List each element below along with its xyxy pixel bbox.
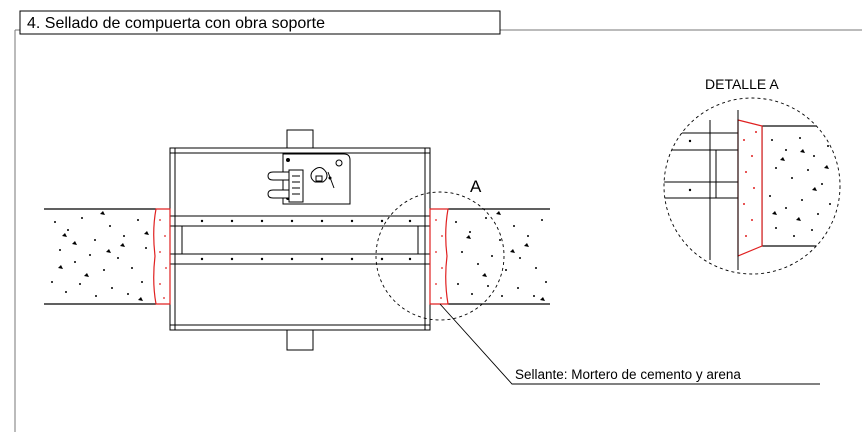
callout-label: A [470, 177, 482, 196]
drawing-title: 4. Sellado de compuerta con obra soporte [27, 15, 325, 32]
actuator-mechanism [267, 153, 351, 205]
title-box: 4. Sellado de compuerta con obra soporte [19, 10, 501, 35]
sealant-note: Sellante: Mortero de cemento y arena [515, 367, 741, 382]
sealant-leader [439, 303, 820, 385]
concrete-hatch [51, 211, 149, 301]
right-wall [448, 208, 550, 305]
sealant-mortar [153, 208, 449, 305]
sealant-speckle [159, 219, 443, 299]
detail-concrete-hatch [769, 137, 831, 237]
sheet-frame [14, 29, 862, 432]
left-wall [44, 208, 156, 305]
flange-rivets [200, 219, 412, 261]
concrete-hatch [455, 211, 547, 301]
callout-circle-a: A [375, 177, 505, 321]
detail-title: DETALLE A [705, 76, 779, 92]
detail-a-view [663, 97, 841, 275]
damper-body [169, 147, 431, 331]
